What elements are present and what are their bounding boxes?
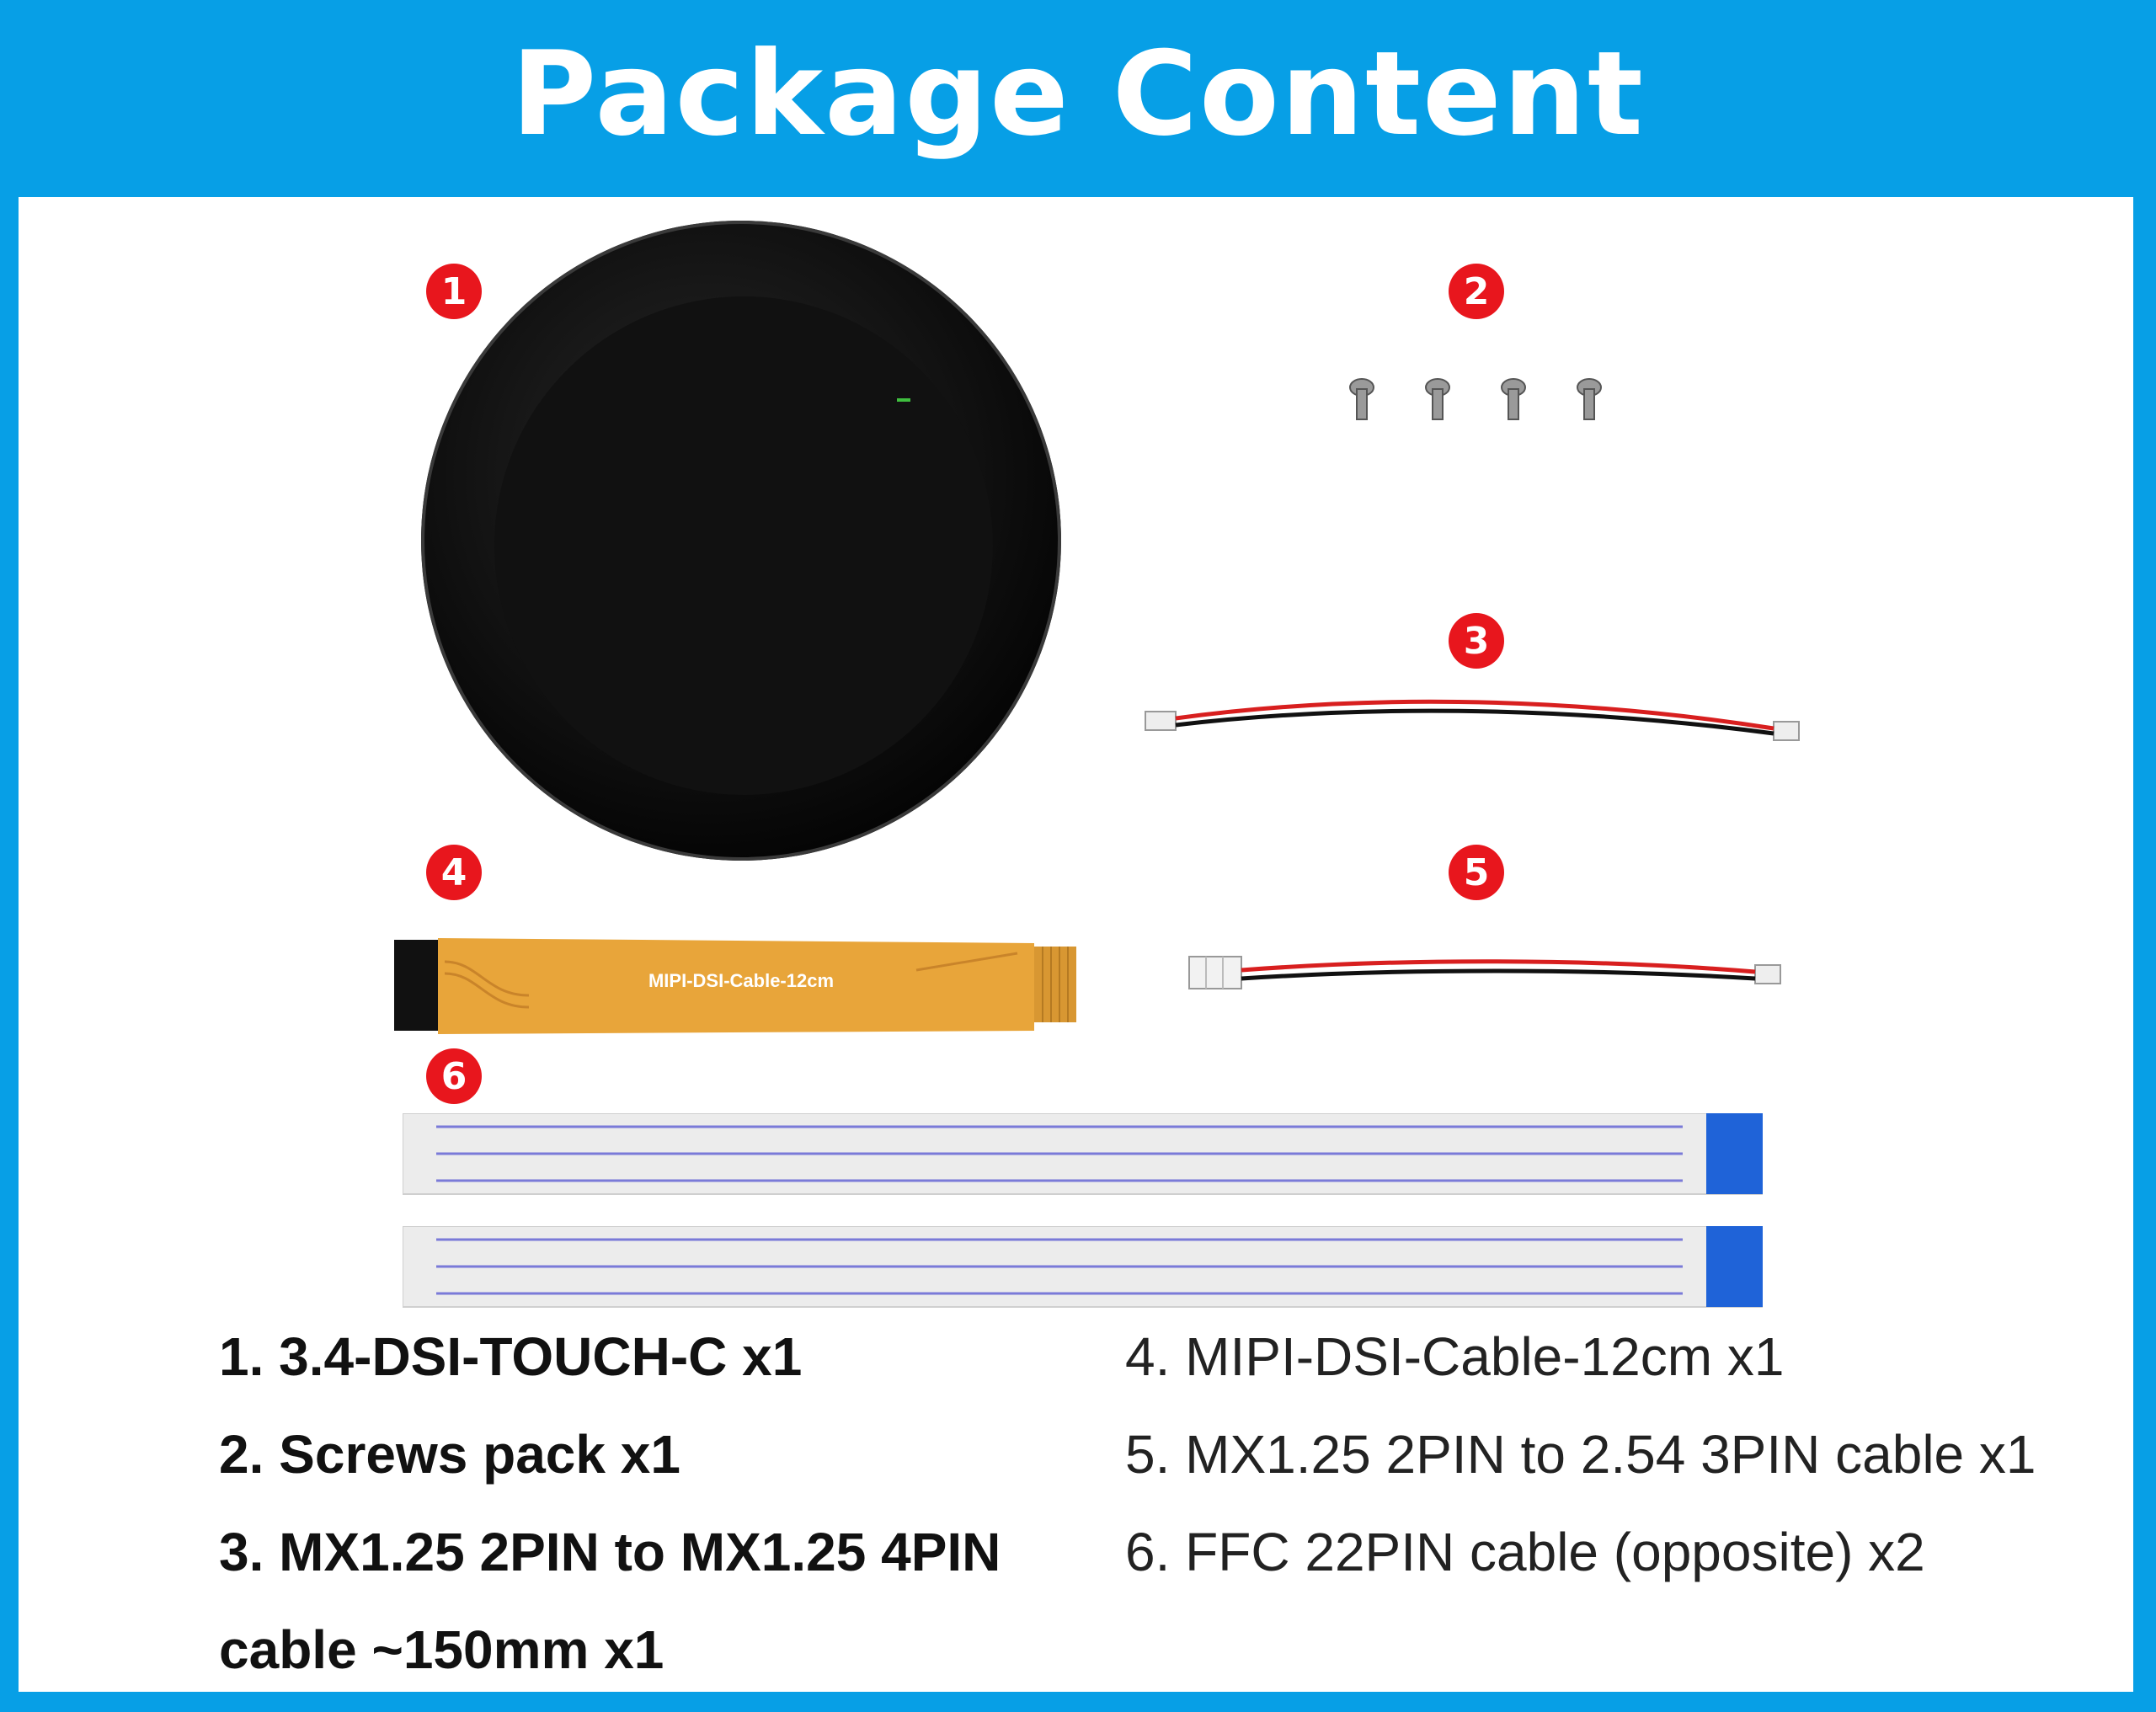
mipi-dsi-cable-photo bbox=[394, 938, 1076, 1034]
item-4-caption: 4. MIPI-DSI-Cable-12cm x1 bbox=[1125, 1326, 1785, 1387]
item-5-caption: 5. MX1.25 2PIN to 2.54 3PIN cable x1 bbox=[1125, 1424, 2036, 1485]
mx125-3pin-cable-photo bbox=[1188, 956, 1781, 989]
item-1-caption: 1. 3.4-DSI-TOUCH-C x1 bbox=[219, 1326, 803, 1387]
ffc-cable-2-photo bbox=[403, 1226, 1763, 1308]
round-display-photo bbox=[421, 221, 1061, 861]
badge-6: 6 bbox=[426, 1048, 482, 1104]
content-panel bbox=[19, 197, 2133, 1692]
ffc-cable-1-photo bbox=[403, 1113, 1763, 1195]
badge-5: 5 bbox=[1449, 845, 1504, 900]
item-3-caption: 3. MX1.25 2PIN to MX1.25 4PIN bbox=[219, 1522, 1001, 1582]
cable-print-label: MIPI-DSI-Cable-12cm bbox=[648, 970, 835, 991]
item-3-caption-line2: cable ~150mm x1 bbox=[219, 1619, 664, 1680]
header-band: Package Content bbox=[0, 0, 2156, 187]
badge-3: 3 bbox=[1449, 613, 1504, 669]
item-6-caption: 6. FFC 22PIN cable (opposite) x2 bbox=[1125, 1522, 1925, 1582]
badge-2: 2 bbox=[1449, 264, 1504, 319]
item-2-caption: 2. Screws pack x1 bbox=[219, 1424, 680, 1485]
badge-4: 4 bbox=[426, 845, 482, 900]
screws-photo bbox=[1349, 378, 1602, 420]
badge-1: 1 bbox=[426, 264, 482, 319]
page-title: Package Content bbox=[511, 25, 1645, 162]
mx125-4pin-cable-photo bbox=[1145, 699, 1800, 741]
